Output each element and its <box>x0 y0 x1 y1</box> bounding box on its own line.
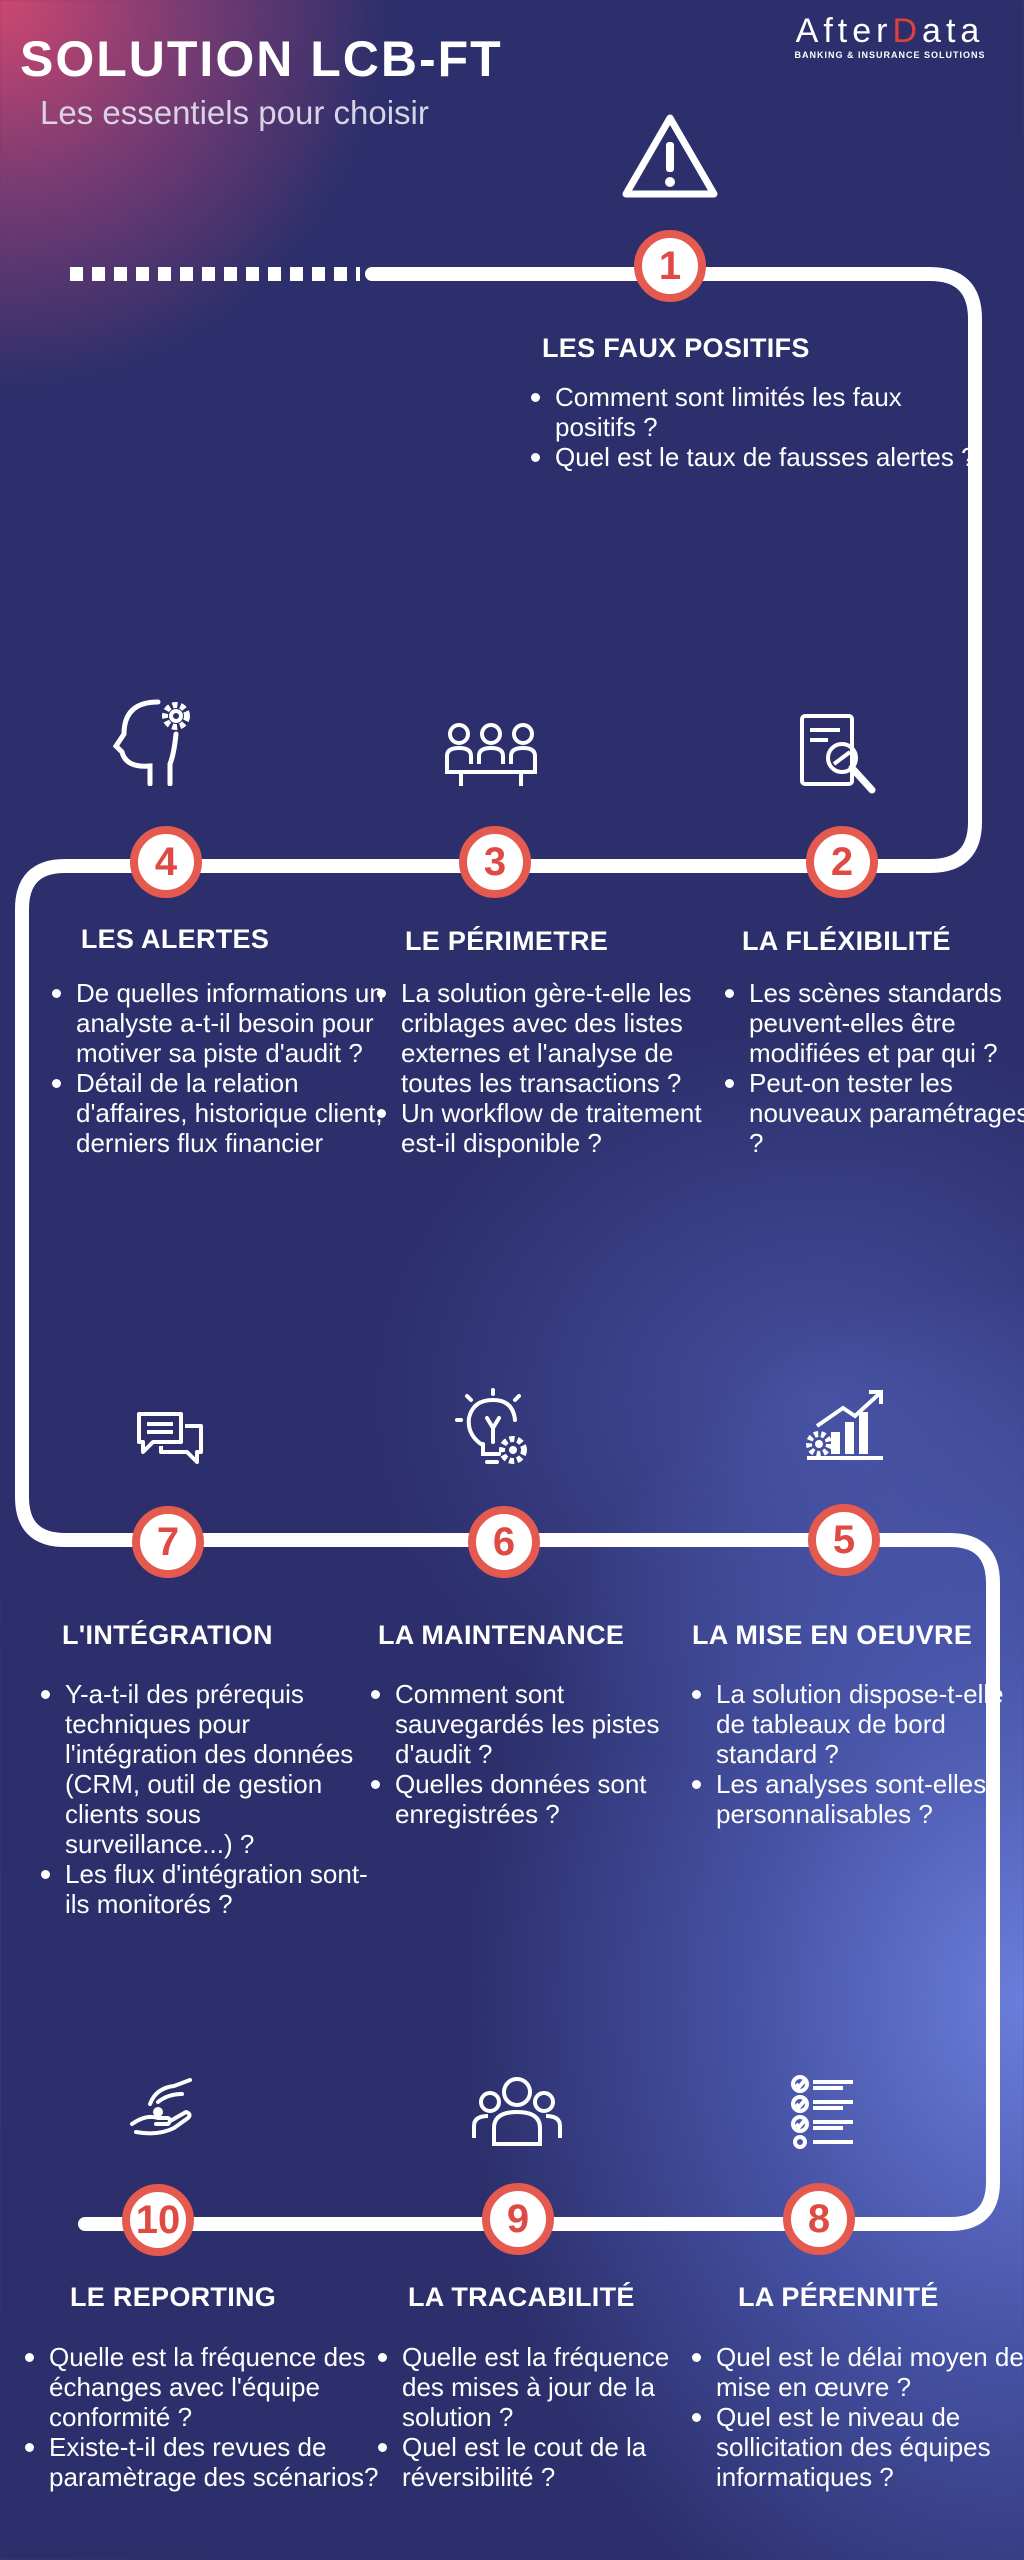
warning-icon <box>622 114 718 198</box>
team-meeting-icon <box>445 723 537 786</box>
step-4-badge: 4 <box>130 826 202 898</box>
step-4-title: LES ALERTES <box>80 924 270 954</box>
list-item: Quelle est la fréquence des échanges ave… <box>25 2342 389 2432</box>
step-10-questions: Quelle est la fréquence des échanges ave… <box>19 2342 389 2492</box>
list-item: Les flux d'intégration sont-ils monitoré… <box>41 1859 375 1919</box>
step-2-title: LA FLÉXIBILITÉ <box>742 926 951 956</box>
document-search-icon <box>800 714 876 794</box>
step-10-badge: 10 <box>122 2184 194 2256</box>
step-7-title: L'INTÉGRATION <box>62 1620 273 1650</box>
logo-tagline: BANKING & INSURANCE SOLUTIONS <box>794 50 986 60</box>
head-gear-icon <box>112 699 190 786</box>
step-1-badge: 1 <box>634 230 706 302</box>
step-9-title: LA TRACABILITÉ <box>408 2282 635 2312</box>
step-8-badge: 8 <box>783 2183 855 2255</box>
list-item: Quel est le cout de la réversibilité ? <box>378 2432 712 2492</box>
step-5-questions: La solution dispose-t-elle de tableaux d… <box>686 1679 1016 1829</box>
list-item: Les scènes standards peuvent-elles être … <box>725 978 1024 1068</box>
gear-chart-icon <box>806 1390 883 1460</box>
step-8-title: LA PÉRENNITÉ <box>738 2282 939 2312</box>
list-item: Détail de la relation d'affaires, histor… <box>52 1068 396 1158</box>
step-6-questions: Comment sont sauvegardés les pistes d'au… <box>365 1679 715 1829</box>
list-item: De quelles informations un analyste a-t-… <box>52 978 396 1068</box>
step-9-questions: Quelle est la fréquence des mises à jour… <box>372 2342 712 2492</box>
list-item: Quel est le taux de fausses alertes ? <box>531 442 985 472</box>
step-10-title: LE REPORTING <box>70 2282 277 2312</box>
list-item: Comment sont sauvegardés les pistes d'au… <box>371 1679 715 1769</box>
page-title: SOLUTION LCB-FT <box>20 31 503 87</box>
list-item: Quelle est la fréquence des mises à jour… <box>378 2342 712 2432</box>
checklist-icon <box>791 2075 853 2149</box>
step-3-title: LE PÉRIMETRE <box>405 926 609 956</box>
track-path <box>15 267 1000 2231</box>
step-7-questions: Y-a-t-il des prérequis techniques pour l… <box>35 1679 375 1919</box>
list-item: La solution gère-t-elle les criblages av… <box>377 978 731 1098</box>
lightbulb-gear-icon <box>455 1388 527 1464</box>
step-2-questions: Les scènes standards peuvent-elles être … <box>719 978 1024 1158</box>
list-item: Les analyses sont-elles personnalisables… <box>692 1769 1016 1829</box>
step-5-badge: 5 <box>808 1504 880 1576</box>
step-6-title: LA MAINTENANCE <box>378 1620 625 1650</box>
list-item: Quel est le niveau de sollicitation des … <box>692 2402 1024 2492</box>
hand-coin-icon <box>130 2078 192 2136</box>
step-2-badge: 2 <box>806 826 878 898</box>
step-1-questions: Comment sont limités les faux positifs ?… <box>525 382 985 472</box>
afterdata-logo: AfterData BANKING & INSURANCE SOLUTIONS <box>775 12 1005 60</box>
step-1-title: LES FAUX POSITIFS <box>542 333 810 363</box>
list-item: Peut-on tester les nouveaux paramétrages… <box>725 1068 1024 1158</box>
logo-wordmark: AfterData <box>795 12 985 50</box>
list-item: La solution dispose-t-elle de tableaux d… <box>692 1679 1016 1769</box>
list-item: Quelles données sont enregistrées ? <box>371 1769 715 1829</box>
chat-bubbles-icon <box>137 1412 203 1464</box>
step-7-badge: 7 <box>132 1506 204 1578</box>
page-subtitle: Les essentiels pour choisir <box>40 94 429 131</box>
users-group-icon <box>472 2077 562 2146</box>
step-5-title: LA MISE EN OEUVRE <box>692 1620 973 1650</box>
step-3-questions: La solution gère-t-elle les criblages av… <box>371 978 731 1158</box>
step-8-questions: Quel est le délai moyen de mise en œuvre… <box>686 2342 1024 2492</box>
list-item: Existe-t-il des revues de paramètrage de… <box>25 2432 389 2492</box>
list-item: Quel est le délai moyen de mise en œuvre… <box>692 2342 1024 2402</box>
step-4-questions: De quelles informations un analyste a-t-… <box>46 978 396 1158</box>
step-3-badge: 3 <box>459 826 531 898</box>
list-item: Comment sont limités les faux positifs ? <box>531 382 985 442</box>
list-item: Un workflow de traitement est-il disponi… <box>377 1098 731 1158</box>
step-9-badge: 9 <box>482 2183 554 2255</box>
step-6-badge: 6 <box>468 1506 540 1578</box>
list-item: Y-a-t-il des prérequis techniques pour l… <box>41 1679 375 1859</box>
